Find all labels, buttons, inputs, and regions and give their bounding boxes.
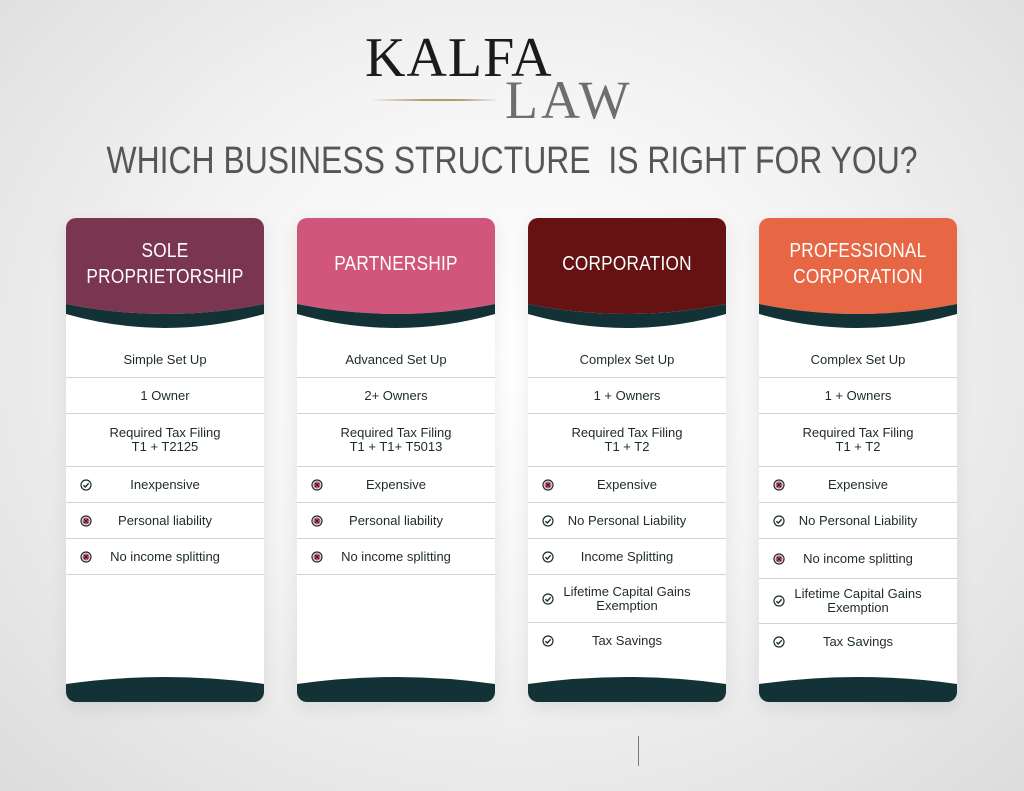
list-item: Personal liability: [297, 503, 495, 539]
cross-icon: [80, 550, 92, 563]
card-footer: [528, 674, 726, 702]
list-item: Complex Set Up: [759, 342, 957, 378]
logo-gold-rule: [371, 99, 499, 101]
list-item: Expensive: [297, 467, 495, 503]
list-item: No Personal Liability: [528, 503, 726, 539]
card-footer: [297, 674, 495, 702]
list-item: 1 + Owners: [528, 378, 726, 414]
check-icon: [542, 514, 554, 527]
list-item: No income splitting: [297, 539, 495, 575]
list-item: Advanced Set Up: [297, 342, 495, 378]
list-item: No income splitting: [66, 539, 264, 575]
list-item: 1 Owner: [66, 378, 264, 414]
check-icon: [773, 595, 785, 607]
list-item: Complex Set Up: [528, 342, 726, 378]
list-item: 1 + Owners: [759, 378, 957, 414]
divider-mark: [638, 736, 639, 766]
card-corporation: CORPORATION Complex Set Up 1 + Owners Re…: [528, 218, 726, 702]
card-rows: Complex Set Up 1 + Owners Required Tax F…: [759, 342, 957, 660]
card-partnership: PARTNERSHIP Advanced Set Up 2+ Owners Re…: [297, 218, 495, 702]
list-item: Tax Savings: [759, 624, 957, 660]
list-item: Personal liability: [66, 503, 264, 539]
card-title: PROFESSIONAL CORPORATION: [789, 240, 927, 288]
card-header: PARTNERSHIP: [297, 218, 495, 330]
card-rows: Simple Set Up 1 Owner Required Tax Filin…: [66, 342, 264, 575]
list-item: Tax Savings: [528, 623, 726, 659]
list-item: 2+ Owners: [297, 378, 495, 414]
card-title: PARTNERSHIP: [334, 253, 458, 275]
card-header: PROFESSIONAL CORPORATION: [759, 218, 957, 330]
list-item: Expensive: [528, 467, 726, 503]
check-icon: [80, 478, 92, 491]
cross-icon: [311, 550, 323, 563]
cross-icon: [311, 514, 323, 527]
list-item: Simple Set Up: [66, 342, 264, 378]
check-icon: [542, 592, 554, 605]
page-headline: WHICH BUSINESS STRUCTURE IS RIGHT FOR YO…: [106, 140, 918, 182]
card-header: SOLE PROPRIETORSHIP: [66, 218, 264, 330]
cross-icon: [311, 478, 323, 491]
card-header: CORPORATION: [528, 218, 726, 330]
check-icon: [773, 514, 785, 527]
cross-icon: [773, 552, 785, 565]
list-item: No income splitting: [759, 539, 957, 579]
card-rows: Complex Set Up 1 + Owners Required Tax F…: [528, 342, 726, 659]
list-item: Expensive: [759, 467, 957, 503]
cross-icon: [773, 478, 785, 491]
check-icon: [773, 636, 785, 648]
cross-icon: [542, 478, 554, 491]
list-item: No Personal Liability: [759, 503, 957, 539]
card-title: SOLE PROPRIETORSHIP: [86, 240, 244, 288]
list-item: Inexpensive: [66, 467, 264, 503]
card-title: CORPORATION: [562, 253, 692, 275]
logo-kalfa-text: KALFA: [365, 27, 553, 89]
cross-icon: [80, 514, 92, 527]
check-icon: [542, 635, 554, 647]
card-sole-proprietorship: SOLE PROPRIETORSHIP Simple Set Up 1 Owne…: [66, 218, 264, 702]
check-icon: [542, 550, 554, 563]
list-item: Income Splitting: [528, 539, 726, 575]
logo-law-text: LAW: [505, 70, 633, 130]
card-footer: [759, 674, 957, 702]
kalfa-law-logo: KALFA LAW: [365, 27, 645, 128]
card-footer: [66, 674, 264, 702]
card-rows: Advanced Set Up 2+ Owners Required Tax F…: [297, 342, 495, 575]
card-professional-corporation: PROFESSIONAL CORPORATION Complex Set Up …: [759, 218, 957, 702]
